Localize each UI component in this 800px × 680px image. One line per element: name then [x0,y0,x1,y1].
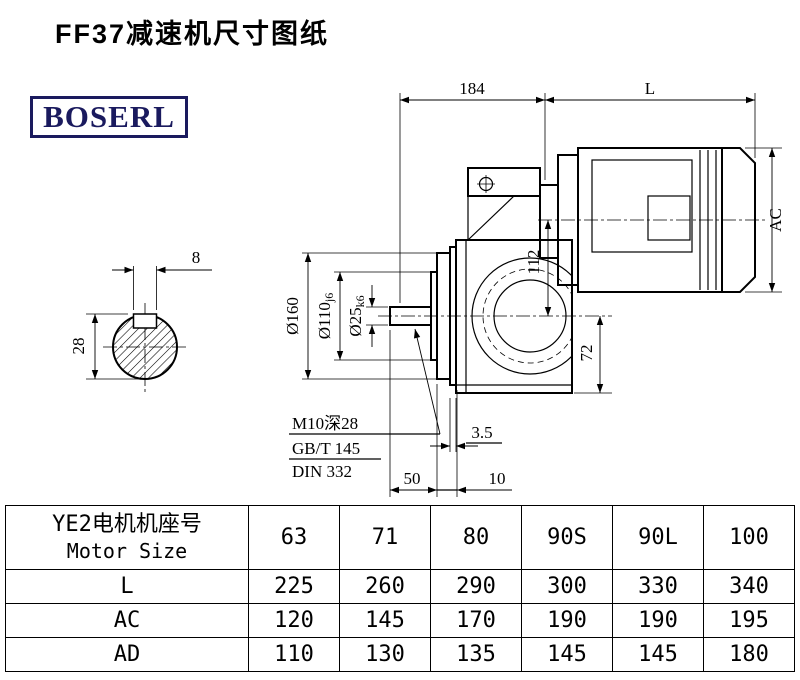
table-row-label: L [5,569,249,604]
note-gb-t-145: GB/T 145 [292,439,360,458]
table-col-header: 90L [612,505,704,570]
table-cell: 190 [612,603,704,638]
dim-3-5: 3.5 [471,423,492,442]
table-cell: 300 [521,569,613,604]
note-din-332: DIN 332 [292,462,352,481]
table-cell: 130 [339,637,431,672]
dim-dia25: Ø25k6 [346,295,367,336]
dim-10: 10 [489,469,506,488]
technical-drawing: 8 28 [69,79,785,497]
table-cell: 170 [430,603,522,638]
table-cell: 135 [430,637,522,672]
table-cell: 120 [248,603,340,638]
page-title: FF37减速机尺寸图纸 [55,19,330,49]
gearbox-housing [455,167,573,394]
dim-key-width: 8 [192,248,201,267]
dimension-112: 112 [524,220,552,316]
table-cell: 330 [612,569,704,604]
table-row-label: AC [5,603,249,638]
brand-logo-box: BOSERL [30,96,188,138]
dimension-ac: AC [745,147,785,293]
table-cell: 260 [339,569,431,604]
dimension-3-5: 3.5 [430,398,502,452]
output-flange-shaft [378,246,612,386]
dim-dia160: Ø160 [283,297,302,335]
dimension-diameters: Ø25k6 Ø110j6 Ø160 [283,252,437,380]
dim-l: L [645,79,655,98]
dimension-table-wrap: YE2电机机座号 Motor Size 63 71 80 90S 90L 100… [5,505,795,672]
dim-key-height: 28 [69,338,88,355]
table-cell: 195 [703,603,795,638]
dim-50: 50 [404,469,421,488]
table-header-motor-size: YE2电机机座号 Motor Size [5,505,249,570]
dimension-72: 72 [574,316,612,394]
dimension-top: 184 L [399,79,756,303]
dim-dia110: Ø110j6 [315,293,336,340]
table-cell: 110 [248,637,340,672]
table-cell: 145 [612,637,704,672]
motor-outline [538,147,766,293]
dim-ac: AC [766,208,785,232]
table-cell: 340 [703,569,795,604]
dim-72: 72 [577,345,596,362]
table-col-header: 100 [703,505,795,570]
brand-logo-text: BOSERL [43,99,175,134]
dim-112: 112 [524,250,543,275]
motor-size-table: YE2电机机座号 Motor Size 63 71 80 90S 90L 100… [5,505,795,672]
table-cell: 180 [703,637,795,672]
table-cell: 145 [521,637,613,672]
dimension-bottom: 50 10 [389,330,512,497]
table-cell: 225 [248,569,340,604]
note-tap-m10: M10深28 [292,414,358,433]
shaft-section-view: 8 28 [69,248,212,392]
table-row-label: AD [5,637,249,672]
table-col-header: 63 [248,505,340,570]
table-col-header: 71 [339,505,431,570]
tapped-hole-note: M10深28 GB/T 145 DIN 332 [289,328,441,481]
table-col-header: 80 [430,505,522,570]
table-cell: 145 [339,603,431,638]
table-cell: 290 [430,569,522,604]
table-cell: 190 [521,603,613,638]
dim-184: 184 [459,79,485,98]
table-col-header: 90S [521,505,613,570]
